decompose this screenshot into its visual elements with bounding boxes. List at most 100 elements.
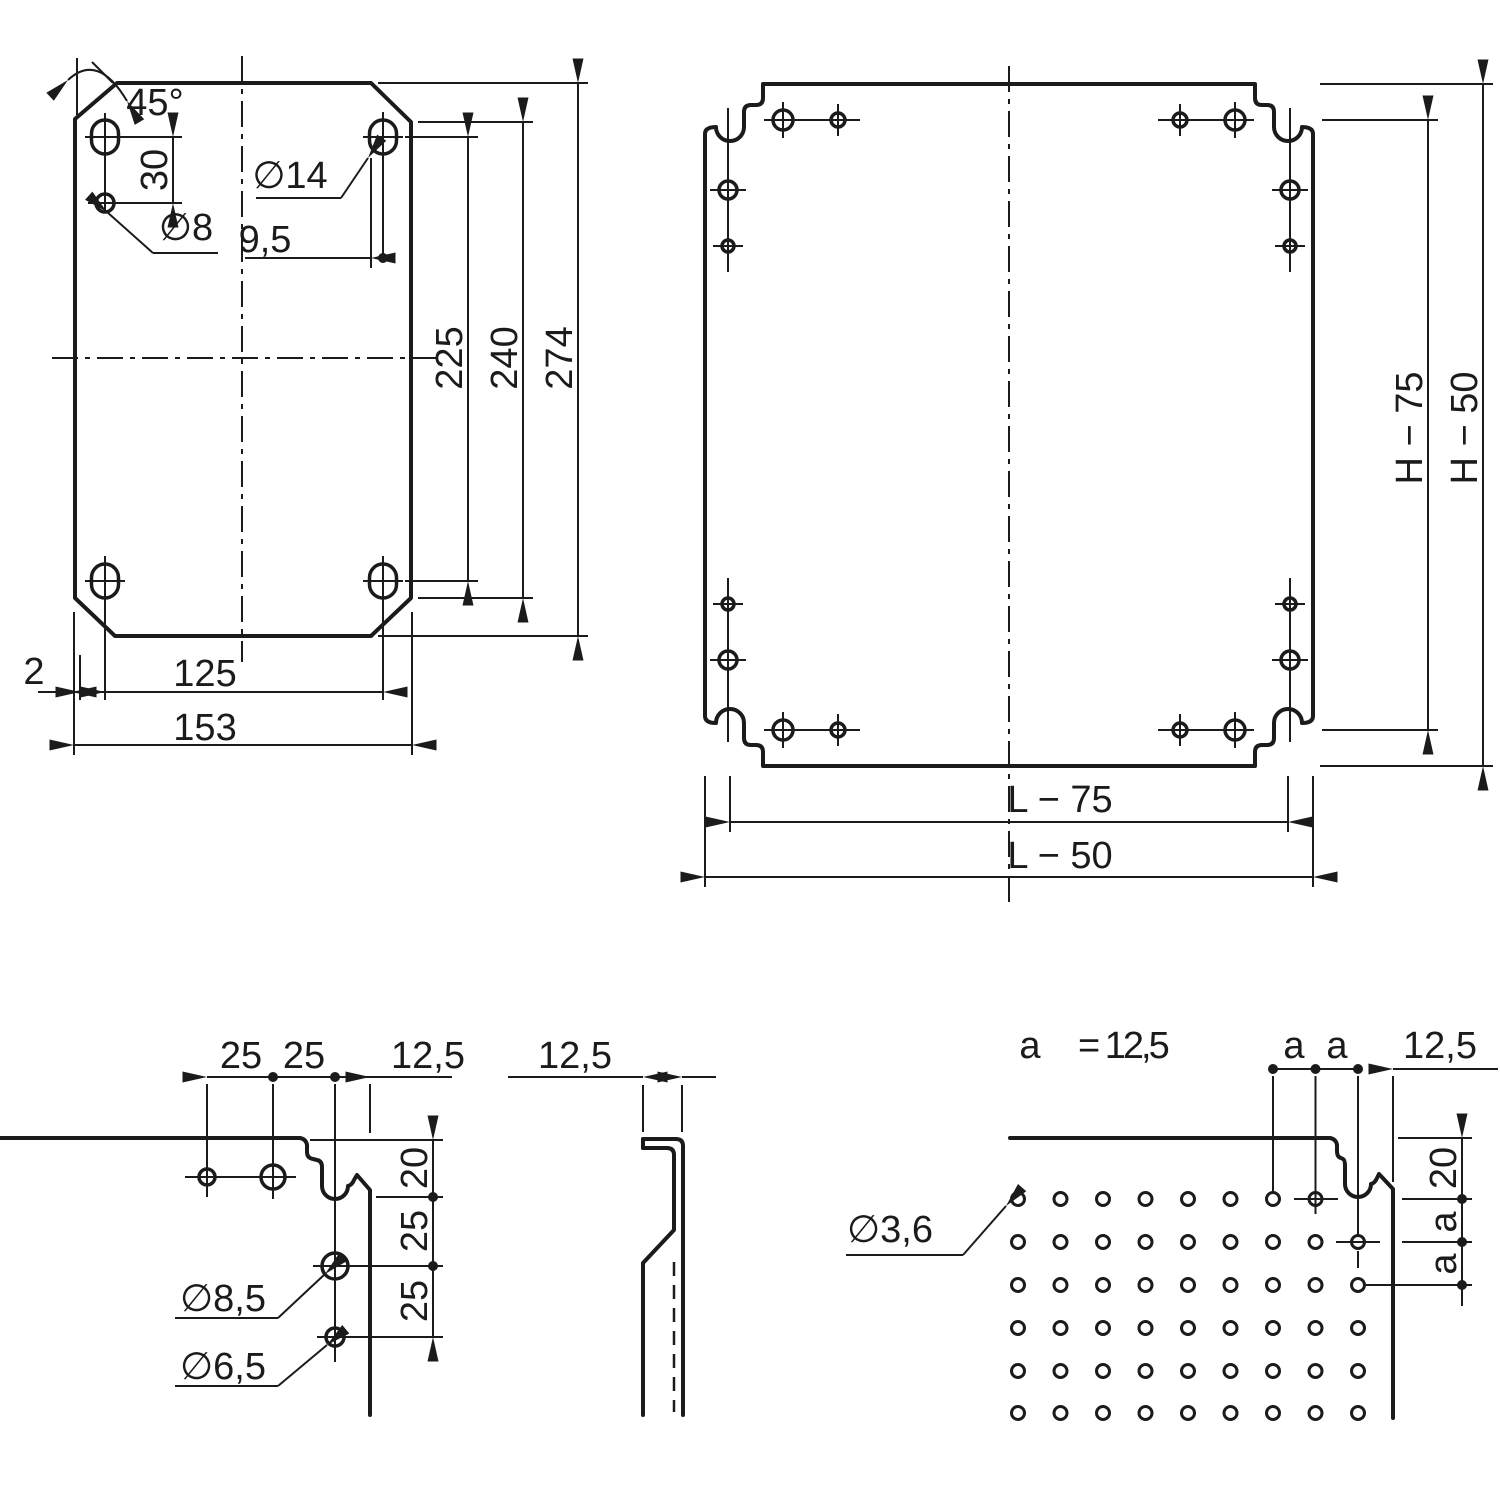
perforation-hole — [1307, 1363, 1324, 1379]
perforation-hole — [1095, 1234, 1111, 1250]
perforation-hole — [1010, 1191, 1026, 1207]
dim-h50-label: H − 50 — [1444, 371, 1486, 484]
dia65-label: ∅6,5 — [180, 1346, 266, 1388]
dim-30-label: 30 — [134, 149, 176, 191]
perforation-hole — [1222, 1191, 1239, 1207]
perforation-hole — [1222, 1363, 1239, 1379]
perforation-hole — [1307, 1320, 1324, 1336]
dim-12-5-label: 12,5 — [1403, 1025, 1477, 1067]
perforation-hole — [1180, 1363, 1196, 1379]
dim-va2-label: a — [1423, 1253, 1465, 1275]
perforation-hole — [1052, 1234, 1069, 1250]
grid-ref-ticks — [1294, 1198, 1380, 1268]
perforation-hole — [1137, 1363, 1154, 1379]
perforation-hole — [1350, 1320, 1366, 1336]
dim-25a-label: 25 — [220, 1035, 262, 1077]
dim-30: 30 — [116, 112, 182, 228]
label-dia36: ∅3,6 — [846, 1183, 1027, 1256]
perforation-hole — [1180, 1277, 1196, 1293]
dia14-label: ∅14 — [252, 155, 327, 197]
perforation-hole — [1095, 1405, 1111, 1421]
centerlines — [52, 56, 436, 700]
label-dia85: ∅8,5 — [175, 1253, 347, 1320]
perforation-hole — [1052, 1191, 1069, 1207]
dia36-label: ∅3,6 — [847, 1209, 933, 1251]
perforation-hole — [1095, 1191, 1111, 1207]
dim-va1-label: a — [1423, 1211, 1465, 1233]
perforation-hole — [1265, 1363, 1281, 1379]
section-profile — [641, 1137, 685, 1417]
perforation-hole — [1052, 1320, 1069, 1336]
dims-right: 20 25 25 — [310, 1115, 443, 1362]
dim-9-5-label: 9,5 — [239, 219, 292, 261]
dim-angle: 45° — [46, 58, 184, 125]
corner-holes — [710, 102, 1308, 748]
perforation-hole — [1265, 1191, 1281, 1207]
perforation-hole — [1265, 1277, 1281, 1293]
dim-20-label: 20 — [394, 1147, 436, 1189]
perforation-hole — [1137, 1277, 1154, 1293]
plate-outline — [73, 81, 413, 638]
view-corner-detail: 25 25 12,5 20 25 25 ∅8,5 ∅6,5 — [0, 1035, 465, 1417]
dim-12-5-label: 12,5 — [391, 1035, 465, 1077]
dim-v25a-label: 25 — [394, 1210, 436, 1252]
dim-25b-label: 25 — [283, 1035, 325, 1077]
dia85-label: ∅8,5 — [180, 1278, 266, 1320]
angle-label: 45° — [126, 82, 183, 124]
dim-9-5: 9,5 — [239, 158, 396, 268]
perforation-hole — [1052, 1363, 1069, 1379]
perforation-hole — [1010, 1277, 1026, 1293]
dim-153-label: 153 — [173, 707, 236, 749]
dim-a1-label: a — [1283, 1025, 1305, 1067]
dims-right: 20 a a — [1366, 1113, 1472, 1306]
perforation-hole — [1010, 1320, 1026, 1336]
perforation-hole — [1010, 1405, 1026, 1421]
dims-top: 25 25 12,5 — [182, 1035, 465, 1362]
note-a: a = 12,5 — [1019, 1025, 1171, 1067]
dim-274-label: 274 — [539, 326, 581, 389]
view-plate-small: 45° 30 ∅14 ∅8 9,5 — [23, 56, 588, 755]
dim-2-label: 2 — [23, 651, 44, 693]
corner-step — [1328, 1136, 1395, 1420]
perforation-hole — [1307, 1405, 1324, 1421]
perforation-grid — [1010, 1191, 1366, 1421]
note-value-label: = 12,5 — [1078, 1025, 1169, 1067]
dim-v25b-label: 25 — [394, 1280, 436, 1322]
dim-flange-label: 12,5 — [538, 1035, 612, 1077]
perforation-hole — [1265, 1234, 1281, 1250]
view-plate-generic: H − 75 H − 50 L − 75 L − 50 — [680, 59, 1493, 905]
perforation-hole — [1222, 1320, 1239, 1336]
perforation-hole — [1180, 1405, 1196, 1421]
dims-height: 225 240 274 — [378, 58, 588, 661]
perforation-hole — [1350, 1277, 1366, 1293]
perforation-hole — [1265, 1405, 1281, 1421]
dim-l50-label: L − 50 — [1007, 835, 1112, 877]
perforation-hole — [1222, 1277, 1239, 1293]
perforation-hole — [1137, 1191, 1154, 1207]
label-dia8: ∅8 — [85, 191, 218, 254]
dims-generic: H − 75 H − 50 L − 75 L − 50 — [680, 59, 1493, 887]
perforation-hole — [1307, 1234, 1324, 1250]
perforation-hole — [1222, 1234, 1239, 1250]
label-dia65: ∅6,5 — [175, 1325, 350, 1388]
label-dia14: ∅14 — [252, 134, 387, 199]
perforation-hole — [1265, 1320, 1281, 1336]
perforation-hole — [1180, 1320, 1196, 1336]
corner-step — [298, 1136, 372, 1417]
perforation-hole — [1137, 1405, 1154, 1421]
view-perforated-detail: a = 12,5 a a 12,5 20 a a ∅3,6 — [846, 1025, 1498, 1421]
perforation-hole — [1137, 1234, 1154, 1250]
perforation-hole — [1095, 1320, 1111, 1336]
perforation-hole — [1222, 1405, 1239, 1421]
dim-240-label: 240 — [484, 326, 526, 389]
perforation-hole — [1350, 1405, 1366, 1421]
perforation-hole — [1180, 1191, 1196, 1207]
perforation-hole — [1010, 1363, 1026, 1379]
perforation-hole — [1307, 1277, 1324, 1293]
perforation-hole — [1180, 1234, 1196, 1250]
dim-125-label: 125 — [173, 653, 236, 695]
perforation-hole — [1095, 1363, 1111, 1379]
perforation-hole — [1052, 1277, 1069, 1293]
perforation-hole — [1052, 1405, 1069, 1421]
dia8-label: ∅8 — [159, 207, 213, 249]
